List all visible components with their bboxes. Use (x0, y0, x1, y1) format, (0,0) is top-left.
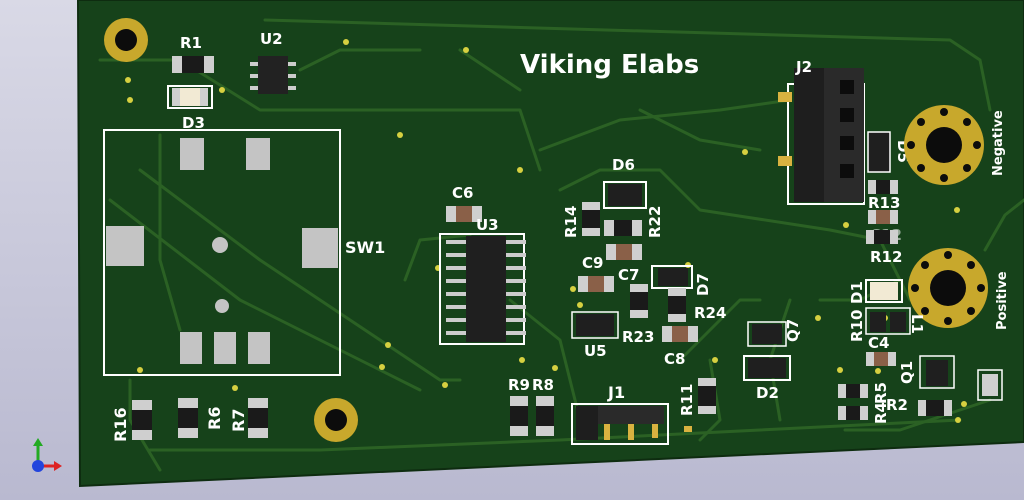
label-l1: L1 (908, 314, 926, 334)
label-r1: R1 (180, 34, 202, 52)
label-r10: R10 (848, 310, 866, 342)
ic-u2 (250, 56, 296, 94)
label-negative: Negative (991, 110, 1006, 176)
brand-text: Viking Elabs (520, 50, 699, 80)
terminal-positive (908, 248, 988, 328)
connector-j2 (778, 68, 865, 205)
capacitor-c7 (606, 244, 642, 260)
axis-gizmo (32, 438, 62, 472)
connector-j1 (571, 403, 692, 445)
resistor-r9 (510, 396, 528, 436)
capacitor-c8 (662, 326, 698, 342)
resistor-r23 (630, 284, 648, 318)
label-r16: R16 (111, 407, 130, 442)
label-q1: Q1 (898, 361, 916, 384)
diode-d2 (743, 355, 791, 381)
ic-u3 (439, 233, 526, 345)
label-u5: U5 (584, 342, 607, 360)
mounting-hole-top-left (104, 18, 148, 62)
label-u3: U3 (476, 216, 499, 234)
component-right-edge (977, 369, 1003, 401)
label-r7: R7 (229, 409, 248, 432)
label-r22: R22 (646, 206, 664, 238)
vias (125, 39, 967, 423)
terminal-negative (904, 105, 984, 185)
inductor-l1 (865, 307, 911, 335)
resistor-r24 (668, 288, 686, 322)
label-r9: R9 (508, 376, 530, 394)
label-sw1: SW1 (345, 238, 385, 257)
label-r8: R8 (532, 376, 554, 394)
resistor-r13 (868, 180, 898, 194)
label-r2: R2 (886, 396, 908, 414)
label-d7: D7 (694, 273, 712, 296)
label-r23: R23 (622, 328, 654, 346)
capacitor-c12 (868, 210, 898, 224)
transistor-q7 (747, 321, 787, 347)
resistor-r16 (132, 400, 152, 440)
label-c4: C4 (868, 334, 889, 352)
label-c8: C8 (664, 350, 685, 368)
resistor-r6 (178, 398, 198, 438)
label-r4: R4 (872, 402, 890, 424)
label-c7: C7 (618, 266, 639, 284)
resistor-r2 (918, 400, 952, 416)
diode-d5 (867, 131, 891, 173)
led-d3 (167, 85, 213, 109)
resistor-r22 (604, 220, 642, 236)
diode-d6 (603, 181, 647, 209)
label-r13: R13 (868, 194, 900, 212)
resistor-r4 (838, 406, 868, 420)
label-r6: R6 (205, 407, 224, 430)
label-positive: Positive (995, 271, 1010, 330)
transistor-q1 (919, 355, 955, 389)
label-d1: D1 (848, 281, 866, 304)
label-q7: Q7 (784, 319, 802, 342)
capacitor-c6 (446, 206, 482, 222)
resistor-r8 (536, 396, 554, 436)
label-j1: J1 (607, 383, 625, 402)
switch-sw1 (103, 129, 341, 376)
label-u2: U2 (260, 30, 283, 48)
diode-d7 (651, 265, 693, 289)
label-d6: D6 (612, 156, 635, 174)
capacitor-c9 (578, 276, 614, 292)
label-d2: D2 (756, 384, 779, 402)
label-j2: J2 (795, 58, 812, 76)
label-d3: D3 (182, 114, 205, 132)
mounting-hole-bottom (314, 398, 358, 442)
resistor-r5 (838, 384, 868, 398)
resistor-r1 (172, 56, 214, 73)
capacitor-c4 (866, 352, 896, 366)
label-c6: C6 (452, 184, 473, 202)
label-r5: R5 (872, 382, 890, 404)
resistor-r12 (866, 230, 898, 244)
label-r11: R11 (678, 384, 696, 416)
resistor-r7 (248, 398, 268, 438)
label-r24: R24 (694, 304, 726, 322)
label-r12: R12 (870, 248, 902, 266)
resistor-r14 (582, 202, 600, 236)
ic-u5 (571, 311, 619, 339)
led-d1 (865, 279, 903, 303)
label-r14: R14 (562, 206, 580, 238)
resistor-r11 (698, 378, 716, 414)
label-c9: C9 (582, 254, 603, 272)
